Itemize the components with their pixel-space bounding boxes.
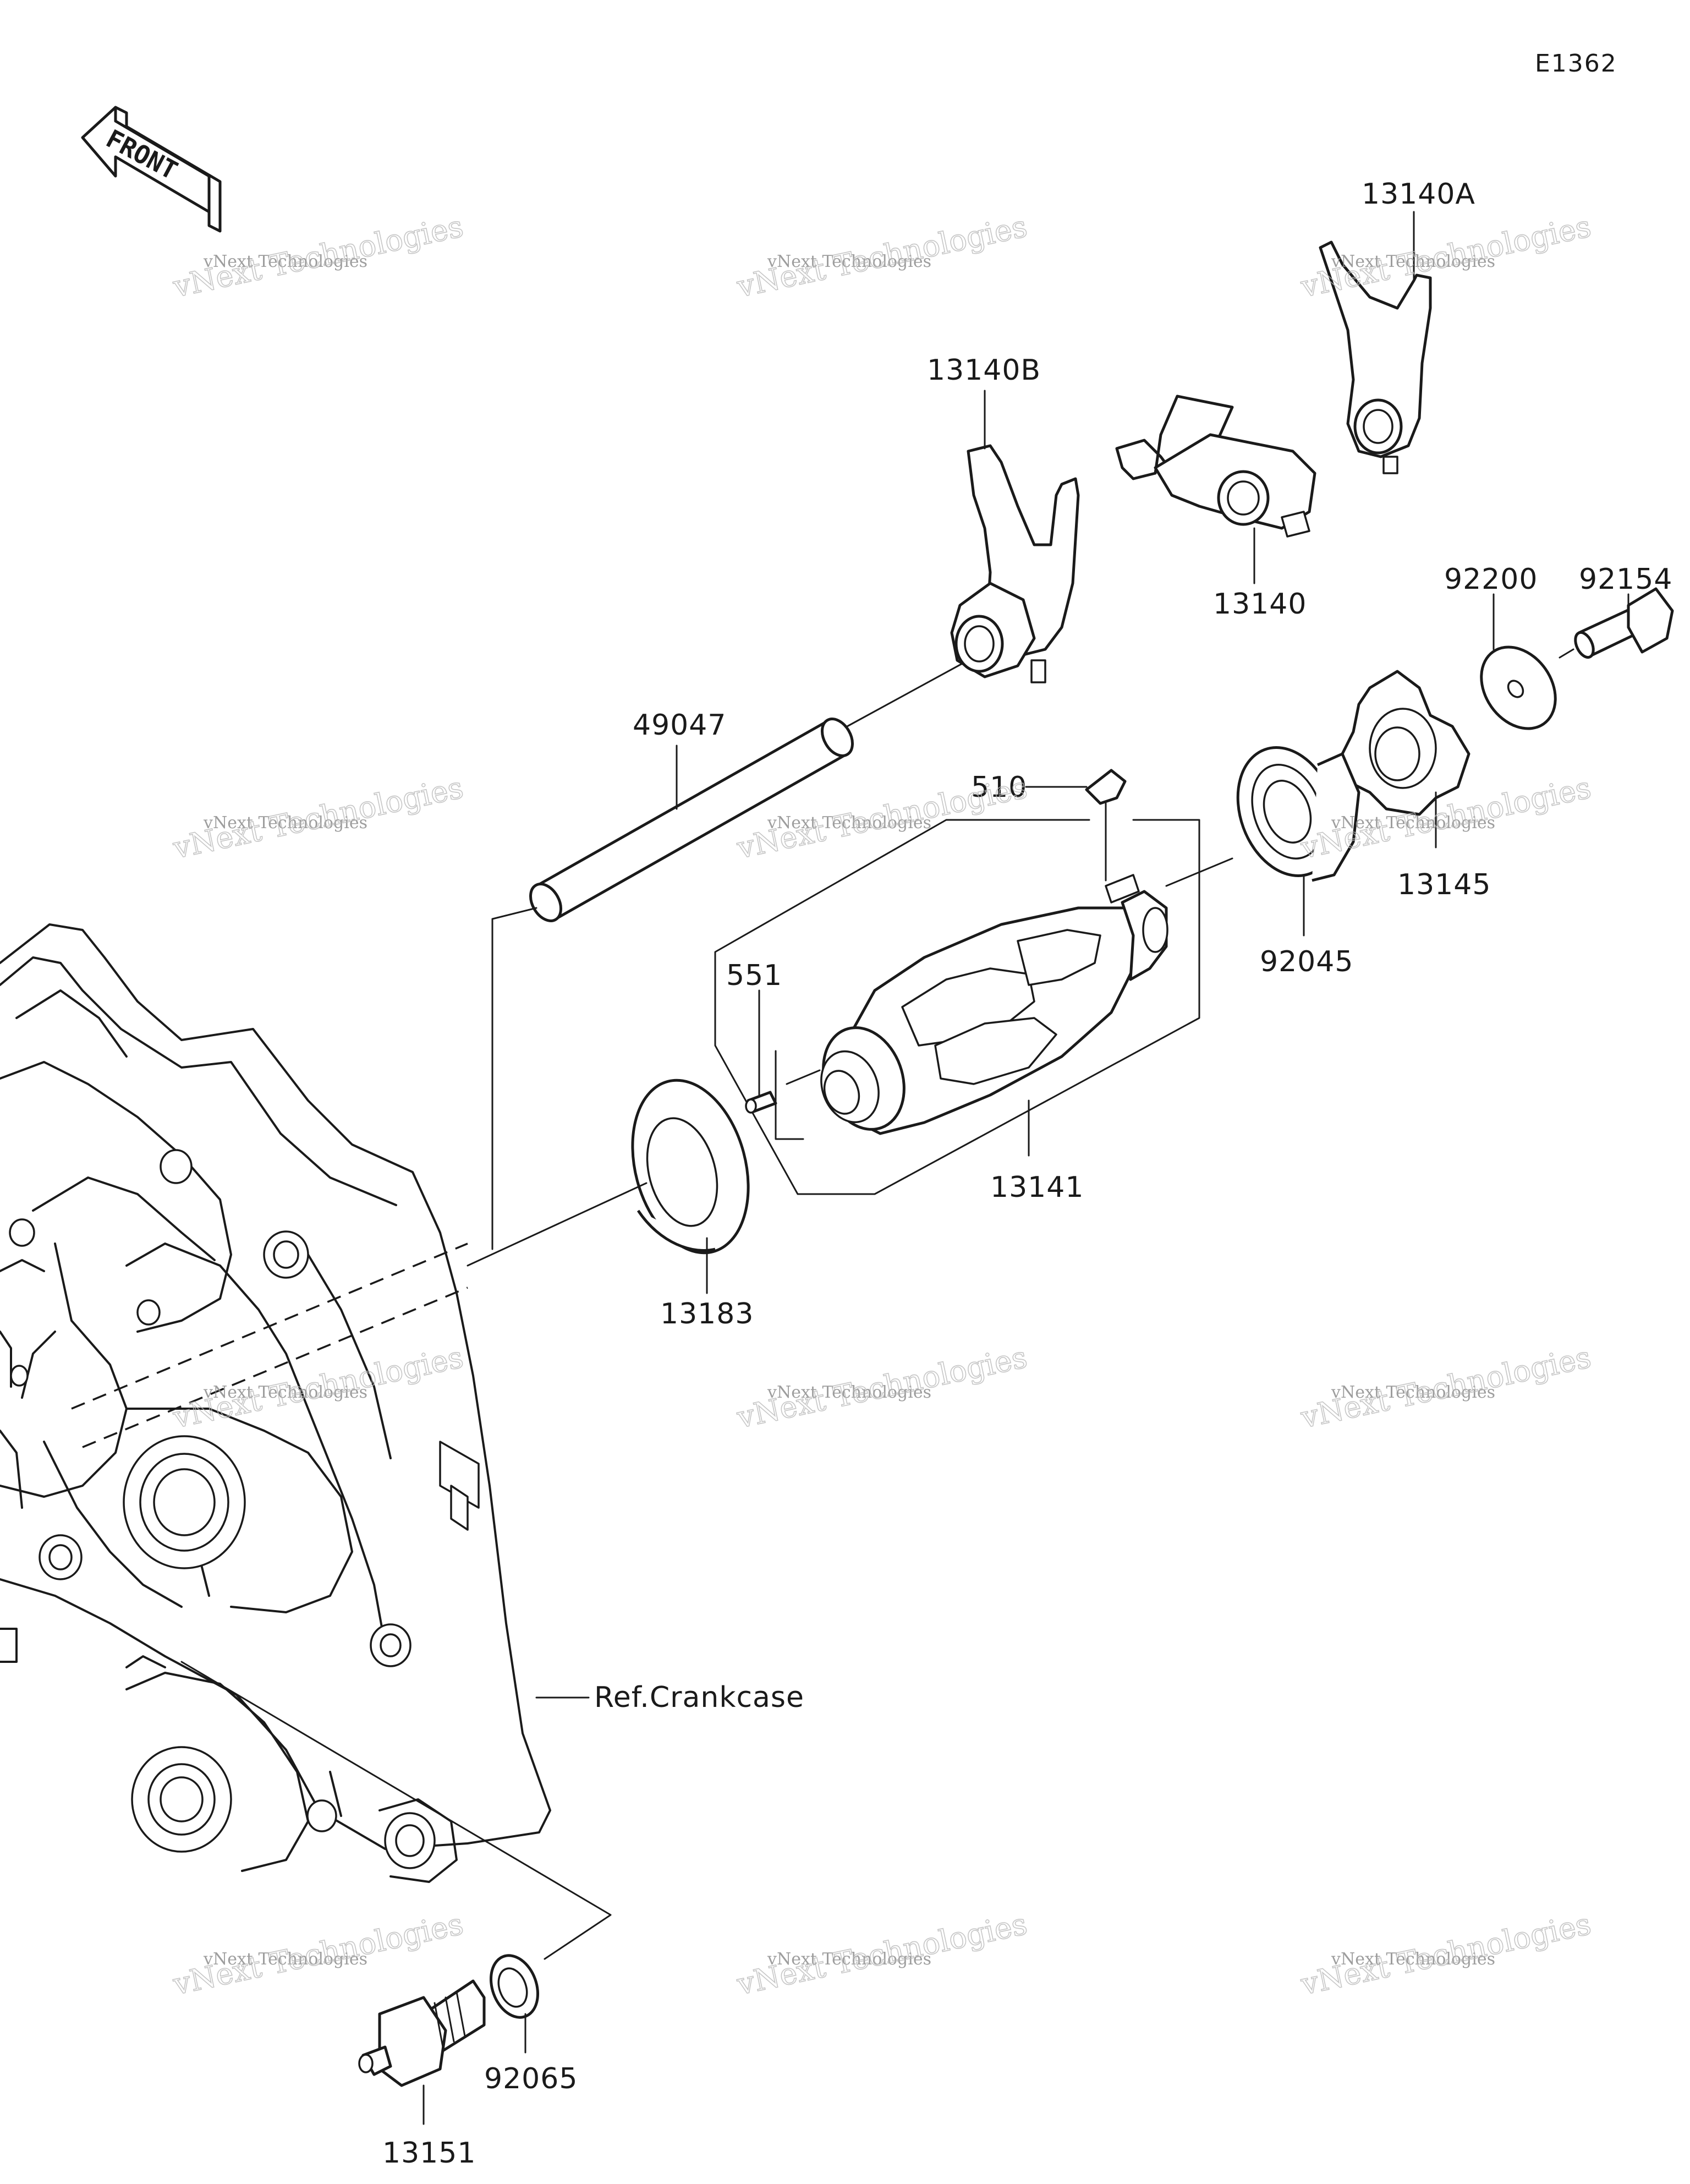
washer-92065 [489,1954,540,2019]
assembly-dashed-line-2 [82,1287,468,1448]
rod-ref-line-2 [491,907,537,920]
shift-drum-cam-13145 [1341,670,1470,816]
callout-510: 510 [971,771,1027,804]
callout-13145: 13145 [1397,868,1491,901]
front-label: FRONT [101,123,183,185]
callout-551: 551 [726,959,782,992]
watermark-text: vNext Technologies [1331,1950,1495,1969]
watermark-text: vNext Technologies [203,813,367,833]
callout-92065: 92065 [484,2062,578,2095]
assembly-dashed-line [71,1242,468,1410]
callout-49047: 49047 [633,709,726,742]
watermark-text: vNext Technologies [1331,1383,1495,1402]
ref-crankcase-label: Ref.Crankcase [594,1681,804,1714]
bolt-line [1559,648,1574,659]
rod-to-fork-line [846,659,969,727]
shift-drum-13141 [820,874,1168,1135]
pin-line [786,1069,821,1085]
shift-fork-13140a [1319,240,1432,474]
callout-13140a: 13140A [1362,178,1475,211]
callout-13183: 13183 [660,1298,754,1331]
watermark-text: vNext Technologies [203,1950,367,1969]
front-arrow-icon: FRONT [81,106,222,233]
watermark-text: vNext Technologies [203,252,367,271]
callout-13140: 13140 [1213,588,1307,621]
switch-bracket [180,1661,612,1960]
callout-92045: 92045 [1260,945,1353,978]
bolt-92154 [1574,587,1674,659]
watermark-text: vNext Technologies [1331,252,1495,271]
pin-bracket [775,1050,804,1140]
callout-13151: 13151 [382,2137,476,2170]
washer-92200 [1480,645,1557,730]
pin-551 [745,1091,777,1114]
watermark-text: vNext Technologies [767,1383,931,1402]
shift-rod-49047 [529,718,854,922]
watermark-text: vNext Technologies [1331,813,1495,833]
callout-13141: 13141 [990,1171,1084,1204]
watermark-text: vNext Technologies [203,1383,367,1402]
neutral-switch-13151 [358,1979,486,2087]
shift-fork-13140b [950,444,1080,683]
callout-92154: 92154 [1579,563,1672,596]
drum-group-bracket [714,819,1200,1195]
shift-fork-13140 [1115,395,1316,538]
watermark-text: vNext Technologies [767,813,931,833]
watermark-text: vNext Technologies [767,252,931,271]
key-510 [1085,769,1127,805]
callout-13140b: 13140B [927,354,1041,387]
shim-line [467,1182,648,1267]
watermark-text: vNext Technologies [767,1950,931,1969]
crankcase-housing [0,923,551,1883]
bearing-92045 [1236,746,1360,882]
diagram-id: E1362 [1535,50,1617,78]
shim-13183 [631,1079,750,1255]
callout-92200: 92200 [1444,563,1538,596]
